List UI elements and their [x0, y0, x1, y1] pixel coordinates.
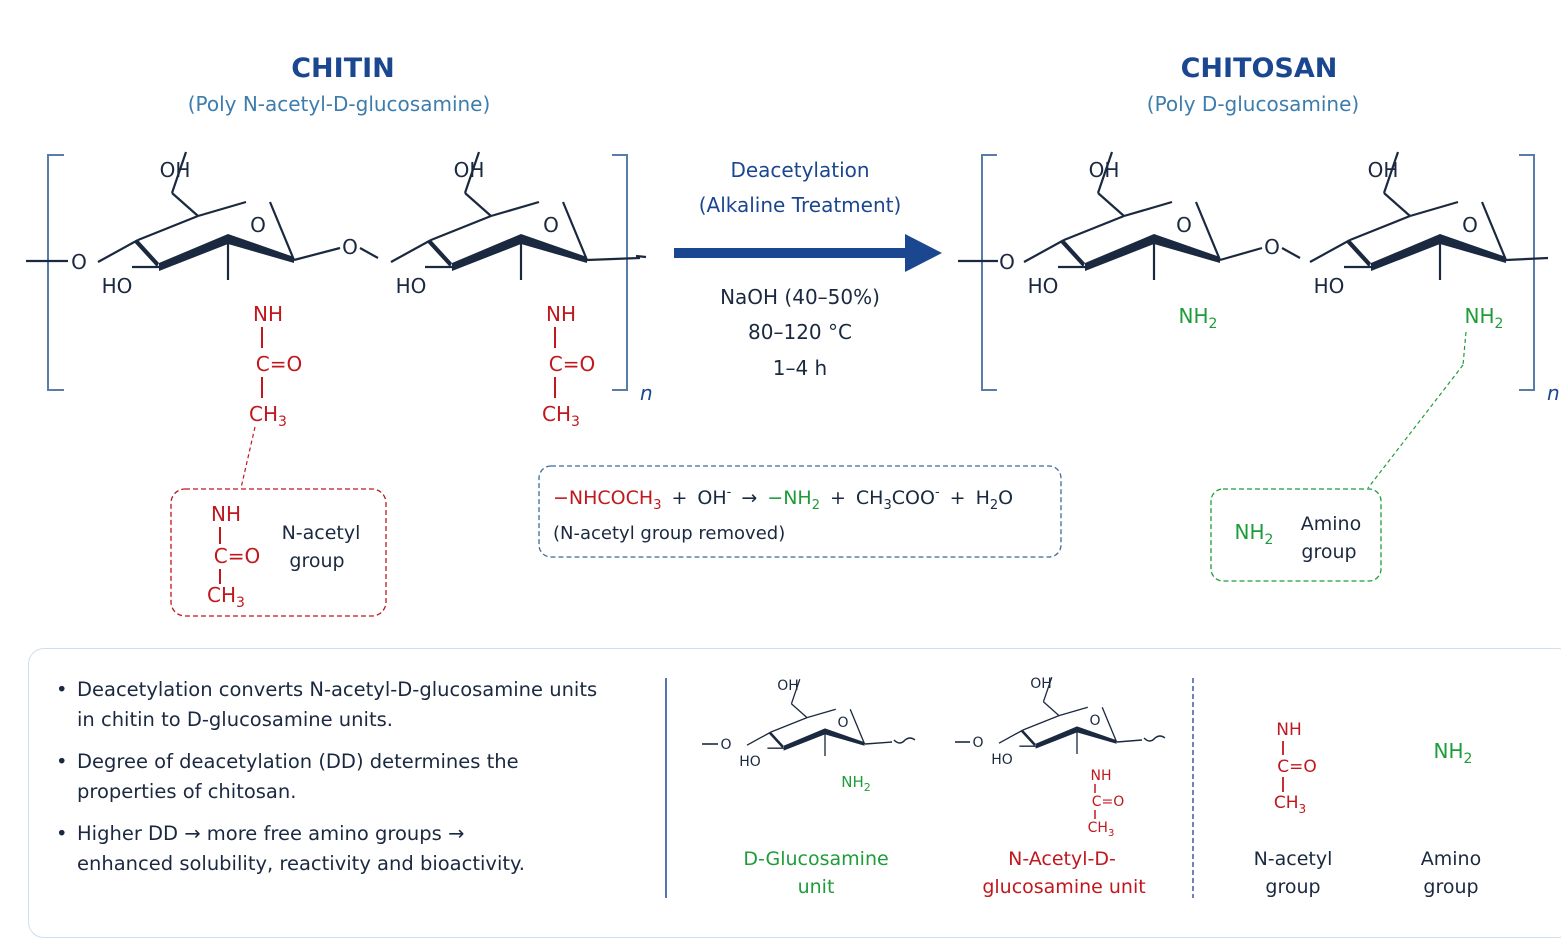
svg-text:NH2: NH2 [1235, 520, 1274, 548]
svg-text:OH: OH [1030, 676, 1052, 692]
svg-text:CH3: CH3 [542, 402, 580, 430]
svg-text:HO: HO [739, 754, 761, 770]
svg-text:O: O [837, 715, 848, 731]
key-point: Degree of deacetylation (DD) determines … [56, 747, 646, 807]
svg-text:NH: NH [211, 502, 241, 526]
legend-glucosamine-unit: O OH O HO NH2 D-Glucosamine unit [702, 678, 916, 898]
svg-text:O: O [720, 737, 731, 753]
svg-text:N-acetyl: N-acetyl [282, 522, 361, 544]
svg-text:NH: NH [546, 302, 576, 326]
equation-box: −NHCOCH3+OH-→−NH2+CH3COO-+H2O (N-acetyl … [538, 465, 1062, 558]
key-point: Higher DD → more free amino groups →enha… [56, 819, 646, 879]
svg-text:NH2: NH2 [1434, 739, 1473, 767]
svg-text:O: O [250, 213, 266, 237]
reaction-temperature: 80–120 °C [748, 320, 852, 344]
svg-text:CH3: CH3 [249, 402, 287, 430]
svg-text:OH: OH [1368, 158, 1399, 182]
svg-text:NH: NH [1091, 768, 1112, 784]
svg-text:CH3: CH3 [207, 583, 245, 611]
svg-text:C=O: C=O [214, 544, 260, 568]
svg-text:HO: HO [1028, 274, 1059, 298]
chitin-repeat-n: n [640, 381, 653, 405]
svg-text:HO: HO [102, 274, 133, 298]
chitosan-repeat-n: n [1547, 381, 1560, 405]
reaction-type: (Alkaline Treatment) [699, 193, 902, 217]
svg-text:O: O [342, 235, 358, 259]
equation: −NHCOCH3+OH-→−NH2+CH3COO-+H2O [553, 485, 1013, 513]
svg-text:unit: unit [798, 876, 835, 898]
key-points-list: Deacetylation converts N-acetyl-D-glucos… [56, 675, 646, 891]
svg-text:C=O: C=O [1277, 757, 1317, 777]
svg-text:N-Acetyl-D-: N-Acetyl-D- [1008, 848, 1116, 870]
svg-text:O: O [972, 735, 983, 751]
equation-note: (N-acetyl group removed) [553, 523, 785, 544]
svg-text:Amino: Amino [1301, 513, 1361, 535]
svg-text:NH: NH [253, 302, 283, 326]
svg-text:group: group [1423, 876, 1478, 898]
legend-nacetyl-glucosamine-unit: O OH O HO NH C=O CH3 N-Acetyl-D- glucosa… [955, 676, 1166, 898]
svg-text:CH3: CH3 [1088, 820, 1115, 839]
svg-text:NH: NH [1276, 720, 1302, 740]
svg-text:OH: OH [160, 158, 191, 182]
svg-text:O: O [999, 250, 1015, 274]
svg-text:HO: HO [396, 274, 427, 298]
reaction-name: Deacetylation [730, 158, 869, 182]
svg-text:Amino: Amino [1421, 848, 1481, 870]
chitosan-subtitle: (Poly D-glucosamine) [1147, 92, 1359, 116]
key-point: Deacetylation converts N-acetyl-D-glucos… [56, 675, 646, 735]
svg-text:OH: OH [777, 678, 799, 694]
amino-group-callout: NH2 Amino group [1210, 331, 1467, 582]
svg-text:O: O [1462, 213, 1478, 237]
svg-text:glucosamine unit: glucosamine unit [982, 876, 1145, 898]
svg-text:CH3: CH3 [1274, 793, 1306, 816]
svg-text:NH2: NH2 [1465, 304, 1504, 332]
svg-text:O: O [1176, 213, 1192, 237]
svg-text:NH2: NH2 [841, 773, 871, 794]
chitin-structure: n O OH O HO O NH C=O CH3 OH O HO NH C=O … [26, 150, 653, 430]
svg-text:C=O: C=O [256, 352, 302, 376]
legend-amino-group: NH2 Amino group [1421, 739, 1481, 898]
acetyl-group-callout: NH C=O CH3 N-acetyl group [170, 426, 387, 617]
svg-text:OH: OH [454, 158, 485, 182]
svg-text:NH2: NH2 [1179, 304, 1218, 332]
svg-text:C=O: C=O [549, 352, 595, 376]
svg-text:O: O [543, 213, 559, 237]
svg-text:D-Glucosamine: D-Glucosamine [743, 848, 888, 870]
svg-text:O: O [1089, 713, 1100, 729]
svg-text:group: group [1301, 541, 1356, 563]
svg-text:O: O [1264, 235, 1280, 259]
reaction-arrow: Deacetylation (Alkaline Treatment) NaOH … [674, 158, 942, 380]
chitosan-structure: n O OH O HO NH2 O OH O HO NH2 [958, 150, 1560, 405]
svg-text:OH: OH [1089, 158, 1120, 182]
chitin-title: CHITIN [291, 53, 395, 84]
svg-text:C=O: C=O [1092, 794, 1125, 810]
chitosan-title: CHITOSAN [1181, 53, 1338, 84]
svg-text:HO: HO [991, 752, 1013, 768]
svg-text:N-acetyl: N-acetyl [1254, 848, 1333, 870]
reaction-diagram: CHITIN (Poly N-acetyl-D-glucosamine) CHI… [26, 53, 1560, 898]
reaction-reagent: NaOH (40–50%) [720, 285, 880, 309]
chitin-subtitle: (Poly N-acetyl-D-glucosamine) [188, 92, 491, 116]
reaction-time: 1–4 h [773, 356, 827, 380]
svg-text:HO: HO [1314, 274, 1345, 298]
svg-text:group: group [1265, 876, 1320, 898]
legend-nacetyl-group: NH C=O CH3 N-acetyl group [1254, 720, 1333, 898]
svg-text:O: O [71, 250, 87, 274]
svg-text:group: group [289, 550, 344, 572]
